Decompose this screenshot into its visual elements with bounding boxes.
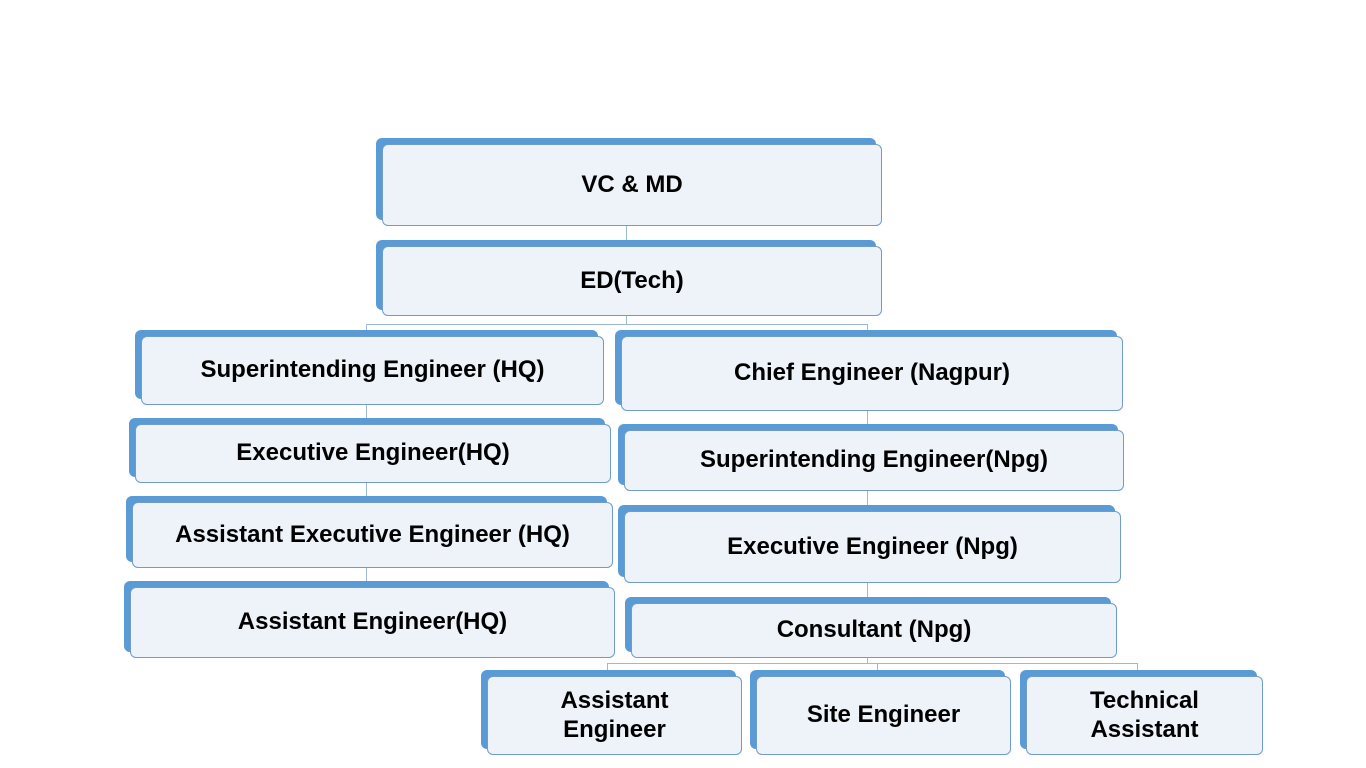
node-chief-engineer-nagpur: Chief Engineer (Nagpur) — [621, 336, 1123, 411]
node-consultant-npg: Consultant (Npg) — [631, 603, 1117, 658]
node-site-engineer: Site Engineer — [756, 676, 1011, 755]
node-superintending-engineer-npg: Superintending Engineer(Npg) — [624, 430, 1124, 491]
node-assistant-executive-engineer-hq: Assistant Executive Engineer (HQ) — [132, 502, 613, 568]
node-technical-assistant: Technical Assistant — [1026, 676, 1263, 755]
node-executive-engineer-hq: Executive Engineer(HQ) — [135, 424, 611, 483]
connector — [607, 663, 1138, 664]
node-assistant-engineer-hq: Assistant Engineer(HQ) — [130, 587, 615, 658]
connector — [366, 324, 868, 325]
node-superintending-engineer-hq: Superintending Engineer (HQ) — [141, 336, 604, 405]
node-ed-tech: ED(Tech) — [382, 246, 882, 316]
node-assistant-engineer: Assistant Engineer — [487, 676, 742, 755]
node-vc-md: VC & MD — [382, 144, 882, 226]
connector — [867, 324, 868, 664]
connector — [607, 663, 608, 677]
node-executive-engineer-npg: Executive Engineer (Npg) — [624, 511, 1121, 583]
connector — [1137, 663, 1138, 677]
connector — [877, 663, 878, 677]
